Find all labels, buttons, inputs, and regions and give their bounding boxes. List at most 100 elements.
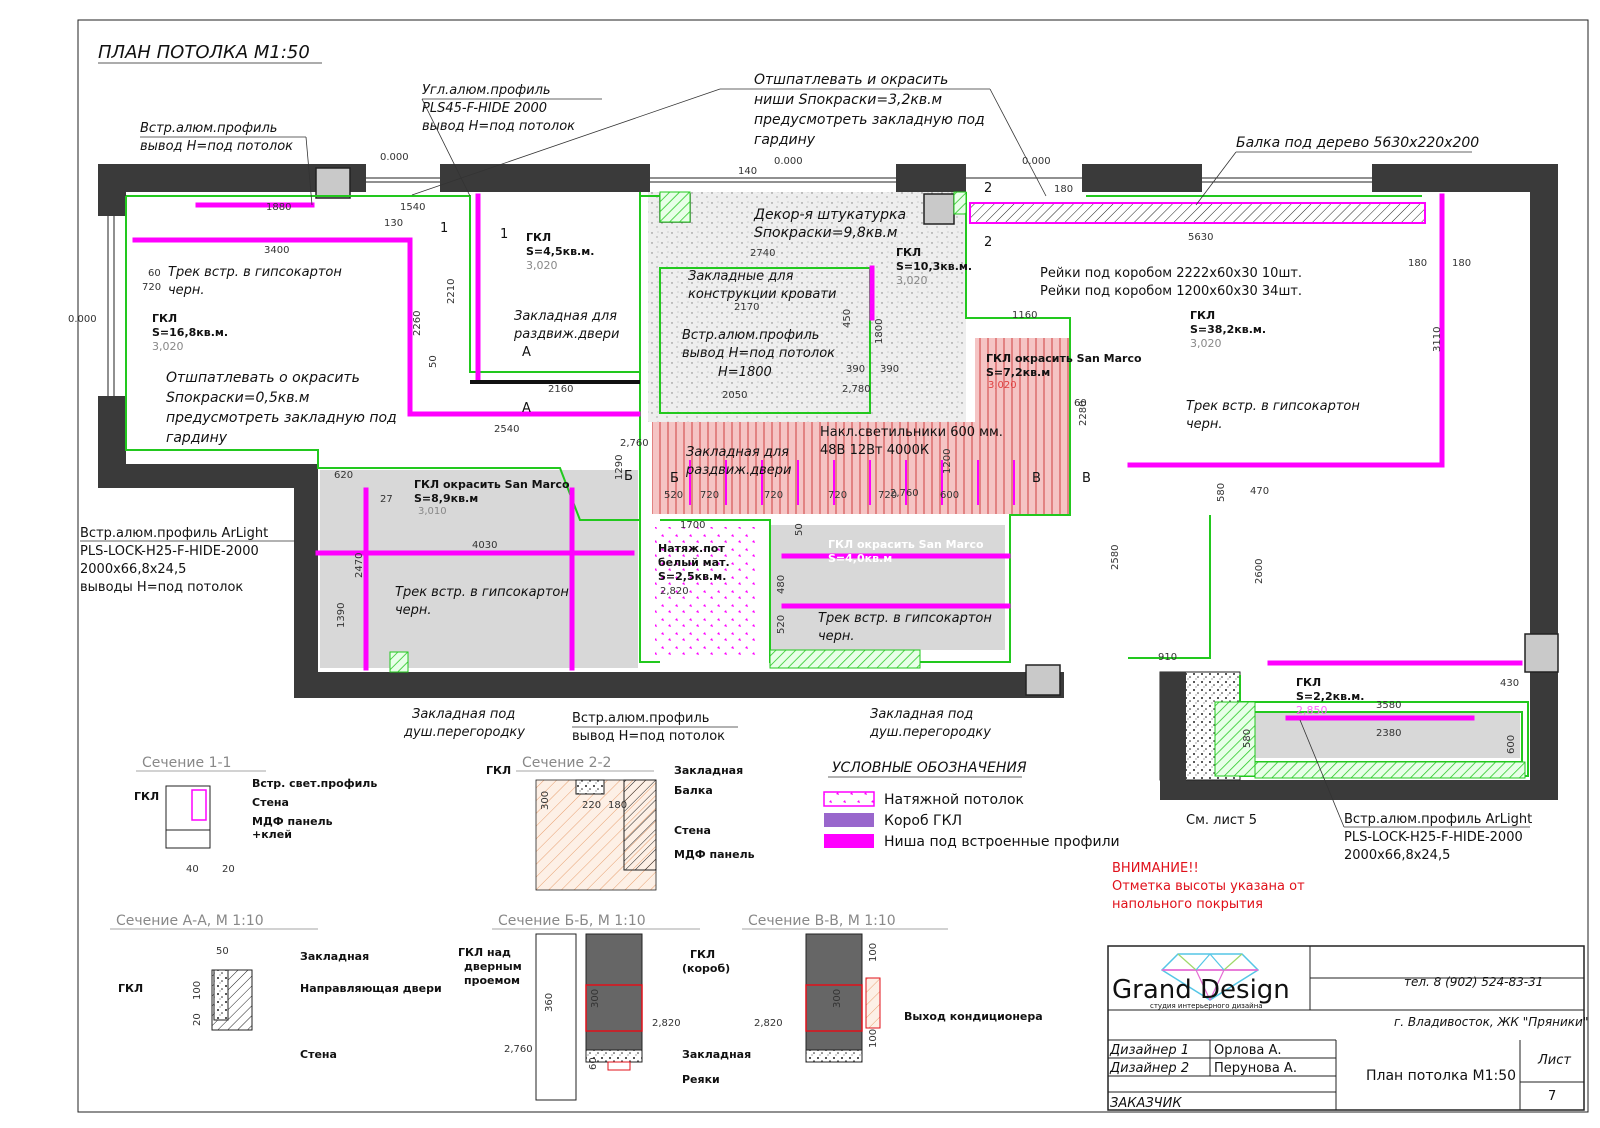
warning-title: ВНИМАНИЕ!! — [1112, 861, 1199, 876]
s11-label: ГКЛ — [134, 790, 159, 803]
dim: 130 — [384, 218, 403, 229]
callout-natyazh-1: Натяж.пот — [658, 542, 725, 555]
dim: 2050 — [722, 390, 747, 401]
section-a-a-title: Сечение А-А, М 1:10 — [116, 913, 264, 929]
beam-wood — [969, 202, 1426, 224]
floor-plan — [98, 164, 1559, 800]
section-a-a: Сечение А-А, М 1:10 Закладная ГКЛ Направ… — [110, 913, 442, 1061]
dim: 180 — [608, 800, 627, 811]
dim: 2210 — [446, 279, 457, 304]
phone: тел. 8 (902) 524-83-31 — [1404, 975, 1543, 989]
callout-ugl-profile-1: Угл.алюм.профиль — [422, 83, 551, 98]
callout-niche-paint-1: Отшпатлевать и окрасить — [754, 72, 948, 88]
callout-ugl-profile-3: вывод Н=под потолок — [422, 119, 575, 134]
callout-natyazh-2: белый мат. — [658, 556, 730, 569]
callout-zakl-door2-1: Закладная для — [686, 445, 789, 460]
legend-swatch-stretch — [823, 791, 875, 807]
callout-balka: Балка под дерево 5630x220x200 — [1236, 135, 1479, 151]
callout-decor-1: Декор-я штукатурка — [753, 207, 906, 223]
s11-label: +клей — [252, 828, 292, 841]
wall-left-bath — [294, 464, 318, 698]
callout-paint-left-3: предусмотреть закладную под — [166, 410, 397, 426]
callout-zakl-bed-1: Закладные для — [688, 269, 794, 284]
callout-arlight-right-2: PLS-LOCK-H25-F-HIDE-2000 — [1344, 830, 1523, 845]
sheet-title: План потолка М1:50 — [1366, 1068, 1516, 1084]
room-3-level: 3,020 — [152, 340, 184, 353]
s22-label: Стена — [674, 824, 711, 837]
decor-plaster-zone — [648, 192, 966, 422]
dim: 300 — [590, 989, 601, 1008]
level-mark: 0.000 — [774, 156, 803, 167]
section-bb-title: Сечение Б-Б, М 1:10 — [498, 913, 646, 929]
dim: 720 — [828, 490, 847, 501]
legend-swatch-niche — [824, 834, 874, 848]
dim: 2,760 — [504, 1044, 533, 1055]
dim: 20 — [192, 1013, 203, 1026]
dim: 450 — [842, 309, 853, 328]
room-2-label: ГКЛ — [896, 246, 921, 259]
room-5-label: ГКЛ — [1296, 676, 1321, 689]
stretch-ceiling-zone — [655, 527, 758, 660]
designer1-role: Дизайнер 1 — [1109, 1043, 1189, 1058]
s11-label: Встр. свет.профиль — [252, 777, 377, 790]
room-1-level: 3,020 — [526, 259, 558, 272]
dim: 300 — [540, 791, 551, 810]
dim: 1200 — [942, 449, 953, 474]
s22-label: МДФ панель — [674, 848, 755, 861]
warning-note: ВНИМАНИЕ!! Отметка высоты указана от нап… — [1112, 861, 1305, 912]
section-2-2-title: Сечение 2-2 — [522, 755, 611, 771]
dimension-labels: 1880 1540 130 140 180 2740 3400 5630 180… — [142, 166, 1519, 754]
dim: 1390 — [336, 603, 347, 628]
callout-paint-left-4: гардину — [166, 430, 228, 446]
dim: 470 — [1250, 486, 1269, 497]
s11-label: Стена — [252, 796, 289, 809]
dim: 2,820 — [754, 1018, 783, 1029]
address: г. Владивосток, ЖК "Пряники" — [1394, 1015, 1588, 1029]
room-1-area: S=4,5кв.м. — [526, 245, 594, 258]
designer2-role: Дизайнер 2 — [1109, 1061, 1189, 1076]
level-mark: 2,780 — [842, 384, 871, 395]
column-1 — [315, 167, 351, 199]
room-4-label: ГКЛ — [1190, 309, 1215, 322]
callout-profile-top-2: вывод Н=под потолок — [140, 139, 293, 154]
level-mark: 0.000 — [1022, 156, 1051, 167]
dim: 60 — [588, 1057, 599, 1070]
callout-zakl-dush1-1: Закладная под — [412, 707, 515, 722]
dim: 2280 — [1078, 401, 1089, 426]
section-mark: А — [522, 345, 531, 360]
room-3-area: S=16,8кв.м. — [152, 326, 228, 339]
callout-profile-top-1: Встр.алюм.профиль — [140, 121, 277, 136]
room-3-label: ГКЛ — [152, 312, 177, 325]
designer1-name: Орлова А. — [1214, 1043, 1282, 1058]
saa-label: Закладная — [300, 950, 369, 963]
callout-sanmarco1-1: ГКЛ окрасить San Marco — [986, 352, 1142, 365]
dim: 100 — [192, 981, 203, 1000]
company-subtitle: студия интерьерного дизайна — [1150, 1002, 1263, 1010]
dim: 580 — [1216, 483, 1227, 502]
callout-reiki-1: Рейки под коробом 2222x60x30 10шт. — [1040, 266, 1302, 281]
gkl-zone-right-bath — [770, 525, 1005, 650]
callout-ugl-profile-2: PLS45-F-HIDE 2000 — [422, 101, 547, 116]
section-2-2: Сечение 2-2 ГКЛ Закладная Балка Стена МД… — [486, 755, 755, 891]
sbb-label: (короб) — [682, 962, 730, 975]
level-mark: 0.000 — [380, 152, 409, 163]
callout-niche-paint-4: гардину — [754, 132, 816, 148]
callout-profile-mid-1: Встр.алюм.профиль — [682, 328, 819, 343]
legend-title: УСЛОВНЫЕ ОБОЗНАЧЕНИЯ — [832, 760, 1027, 776]
section-1-1-title: Сечение 1-1 — [142, 755, 231, 771]
dim: 720 — [878, 490, 897, 501]
room-5-level: 2,850 — [1296, 704, 1328, 717]
callout-profile-bottom-1: Встр.алюм.профиль — [572, 711, 709, 726]
level-marks: 0.000 0.000 0.000 0.000 2,760 2,760 2,82… — [68, 152, 1051, 597]
dim: 100 — [868, 1029, 879, 1048]
callout-track-right-1: Трек встр. в гипсокартон — [1186, 399, 1360, 414]
section-1-1: Сечение 1-1 Встр. свет.профиль Стена МДФ… — [134, 755, 377, 875]
wall-top-mid1 — [440, 164, 650, 192]
level-mark: 2,820 — [660, 586, 689, 597]
callout-arlight-right-3: 2000x66,8x24,5 — [1344, 848, 1450, 863]
wall-left-step — [98, 464, 318, 488]
callout-track-left-1: Трек встр. в гипсокартон — [168, 265, 342, 280]
legend-label-box: Короб ГКЛ — [884, 813, 962, 829]
dim: 1540 — [400, 202, 425, 213]
dim: 620 — [334, 470, 353, 481]
